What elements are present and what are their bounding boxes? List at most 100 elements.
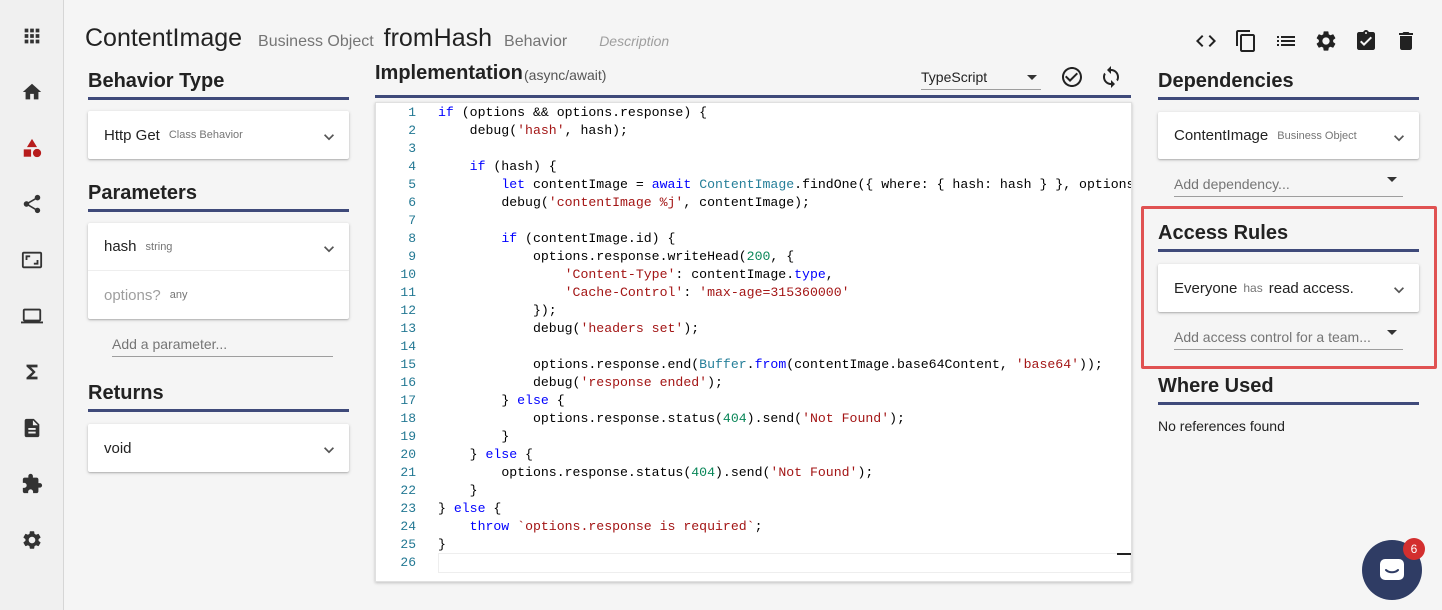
copy-icon[interactable]	[1226, 28, 1266, 54]
shapes-icon[interactable]	[20, 136, 44, 160]
line-number: 2	[408, 123, 416, 138]
current-line-highlight	[438, 553, 1131, 573]
line-number: 12	[400, 303, 416, 318]
access-rule-who: Everyone	[1174, 279, 1238, 297]
code-line[interactable]: });	[532, 303, 557, 318]
chat-button[interactable]	[1362, 540, 1422, 600]
add-dependency-input[interactable]	[1174, 176, 1403, 197]
code-line[interactable]: }	[501, 429, 510, 444]
code-line[interactable]: let contentImage = await ContentImage.fi…	[501, 177, 1132, 192]
code-line[interactable]: throw `options.response is required`;	[469, 519, 763, 534]
code-line[interactable]: if (options && options.response) {	[438, 105, 708, 120]
line-number: 21	[400, 465, 416, 480]
chevron-down-icon[interactable]	[317, 438, 341, 462]
laptop-icon[interactable]	[20, 304, 44, 328]
code-line[interactable]: if (contentImage.id) {	[501, 231, 676, 246]
image-frame-icon[interactable]	[20, 248, 44, 272]
chevron-down-icon[interactable]	[317, 125, 341, 149]
code-line[interactable]: debug('hash', hash);	[469, 123, 628, 138]
notification-badge: 6	[1403, 538, 1425, 560]
chevron-down-icon[interactable]	[317, 237, 341, 261]
delete-icon[interactable]	[1386, 28, 1426, 54]
overview-ruler-marker	[1117, 553, 1131, 555]
access-rule-card[interactable]: Everyone has read access.	[1158, 264, 1419, 312]
access-rules-highlight-box	[1141, 206, 1437, 369]
returns-value: void	[104, 439, 132, 457]
parameters-heading: Parameters	[88, 182, 349, 212]
line-number: 17	[400, 393, 416, 408]
behavior-name[interactable]: fromHash	[383, 24, 493, 52]
where-used-text: No references found	[1158, 418, 1285, 434]
code-icon[interactable]	[1186, 28, 1226, 54]
refresh-icon[interactable]	[1098, 64, 1124, 90]
chevron-down-icon[interactable]	[1387, 126, 1411, 150]
description-field[interactable]: Description	[599, 33, 670, 49]
line-number: 5	[408, 177, 416, 192]
code-line[interactable]: options.response.writeHead(200, {	[532, 249, 795, 264]
line-number: 19	[400, 429, 416, 444]
parameter-name: hash	[104, 238, 137, 255]
code-line[interactable]: debug('response ended');	[532, 375, 723, 390]
puzzle-icon[interactable]	[20, 472, 44, 496]
line-number: 3	[408, 141, 416, 156]
add-access-control-input[interactable]	[1174, 329, 1403, 350]
settings-icon[interactable]	[20, 528, 44, 552]
chevron-down-icon[interactable]	[1387, 278, 1411, 302]
behavior-type-card[interactable]: Http Get Class Behavior	[88, 111, 349, 159]
returns-card[interactable]: void	[88, 424, 349, 472]
line-number: 4	[408, 159, 416, 174]
line-number: 14	[400, 339, 416, 354]
document-icon[interactable]	[20, 416, 44, 440]
code-line[interactable]: options.response.status(404).send('Not F…	[532, 411, 905, 426]
side-nav-rail	[0, 0, 64, 610]
clipboard-check-icon[interactable]	[1346, 28, 1386, 54]
code-line[interactable]: } else {	[501, 393, 565, 408]
apps-grid-icon[interactable]	[20, 24, 44, 48]
list-icon[interactable]	[1266, 28, 1306, 54]
line-number: 15	[400, 357, 416, 372]
line-number: 9	[408, 249, 416, 264]
dropdown-caret-icon[interactable]	[1387, 330, 1397, 335]
dropdown-caret-icon	[1027, 75, 1037, 80]
settings-icon[interactable]	[1306, 28, 1346, 54]
sigma-icon[interactable]	[20, 360, 44, 384]
add-parameter-input[interactable]	[112, 336, 333, 357]
behavior-kind: Behavior	[504, 33, 568, 50]
code-line[interactable]: 'Content-Type': contentImage.type,	[564, 267, 834, 282]
check-circle-icon[interactable]	[1059, 64, 1085, 90]
code-area[interactable]: if (options && options.response) { debug…	[438, 103, 1131, 581]
code-line[interactable]: options.response.end(Buffer.from(content…	[532, 357, 1103, 372]
home-icon[interactable]	[20, 80, 44, 104]
returns-heading: Returns	[88, 382, 349, 412]
code-line[interactable]: }	[469, 483, 478, 498]
access-rule-verb: has	[1243, 281, 1263, 295]
language-select[interactable]: TypeScript	[921, 66, 1041, 90]
code-line[interactable]: debug('contentImage %j', contentImage);	[501, 195, 810, 210]
code-line[interactable]: if (hash) {	[469, 159, 557, 174]
parameter-row[interactable]: hash string	[88, 223, 349, 271]
access-rule-access: read access.	[1268, 279, 1354, 297]
access-rules-heading: Access Rules	[1158, 222, 1419, 252]
page-header: ContentImage Business Object fromHash Be…	[85, 24, 669, 58]
code-line[interactable]: } else {	[438, 501, 502, 516]
line-number: 8	[408, 231, 416, 246]
line-number: 1	[408, 105, 416, 120]
code-line[interactable]: 'Cache-Control': 'max-age=315360000'	[564, 285, 850, 300]
line-number: 11	[400, 285, 416, 300]
parameter-row[interactable]: options? any	[88, 271, 349, 319]
code-line[interactable]: }	[438, 537, 446, 552]
code-line[interactable]: options.response.status(404).send('Not F…	[501, 465, 874, 480]
code-line[interactable]: debug('headers set');	[532, 321, 700, 336]
share-icon[interactable]	[20, 192, 44, 216]
line-number: 10	[400, 267, 416, 282]
line-number: 22	[400, 483, 416, 498]
chat-icon	[1380, 559, 1404, 580]
dependency-card[interactable]: ContentImage Business Object	[1158, 112, 1419, 159]
code-line[interactable]: } else {	[469, 447, 533, 462]
object-name[interactable]: ContentImage	[85, 24, 243, 52]
implementation-heading: Implementation	[375, 62, 523, 84]
dropdown-caret-icon[interactable]	[1387, 177, 1397, 182]
line-number: 23	[400, 501, 416, 516]
